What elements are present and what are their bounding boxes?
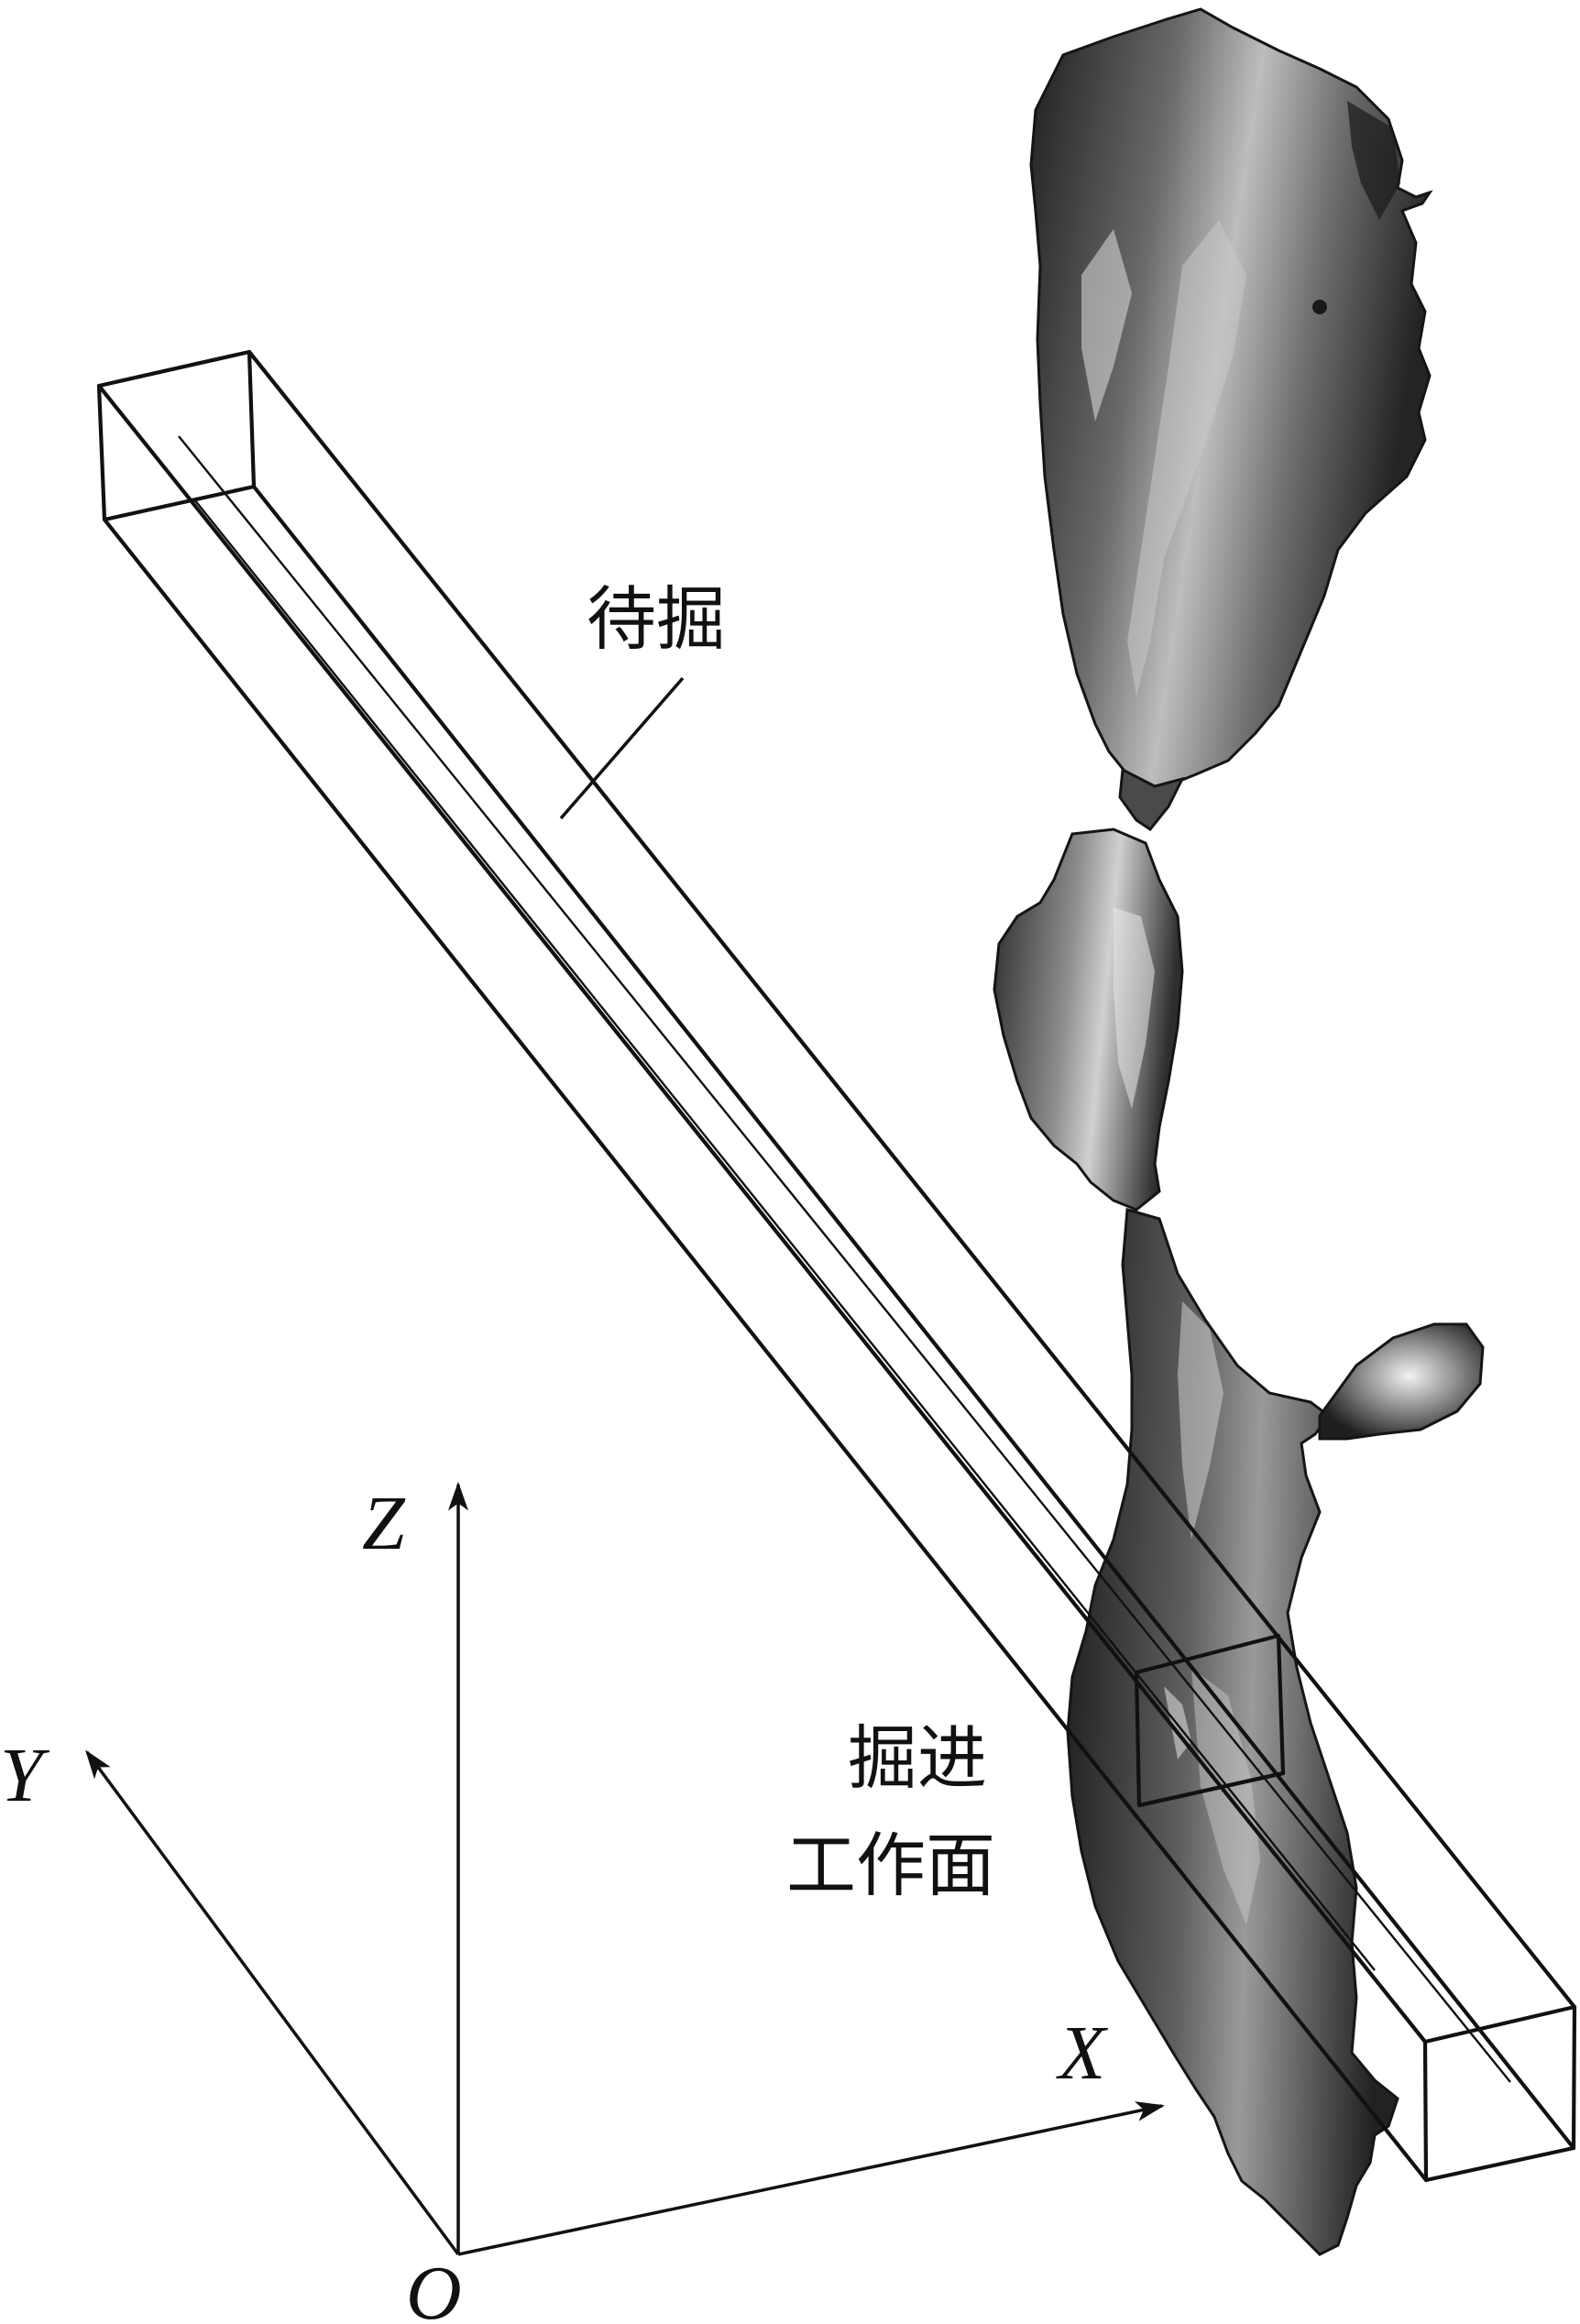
origin-label: O (406, 2251, 462, 2324)
leader-line-unexcavated (561, 678, 683, 818)
label-unexcavated: 待掘 (561, 578, 726, 818)
label-working-face-line2: 工作面 (786, 1825, 995, 1906)
z-axis-label: Z (362, 1481, 406, 1566)
y-axis-label: Y (0, 1733, 50, 1818)
orebody-surface (994, 9, 1483, 2254)
y-axis-line (87, 1752, 458, 2254)
label-working-face: 掘进 工作面 (786, 1717, 995, 1906)
prism-near-end-face (99, 352, 254, 520)
x-axis-line (458, 2106, 1162, 2254)
prism-far-end-face (1425, 2007, 1575, 2180)
x-axis-label: X (1056, 2011, 1109, 2096)
orebody-middle-segment (994, 829, 1182, 1210)
label-working-face-line1: 掘进 (848, 1717, 987, 1799)
label-unexcavated-text: 待掘 (587, 578, 726, 660)
orebody-side-lobe (1320, 1324, 1483, 1439)
